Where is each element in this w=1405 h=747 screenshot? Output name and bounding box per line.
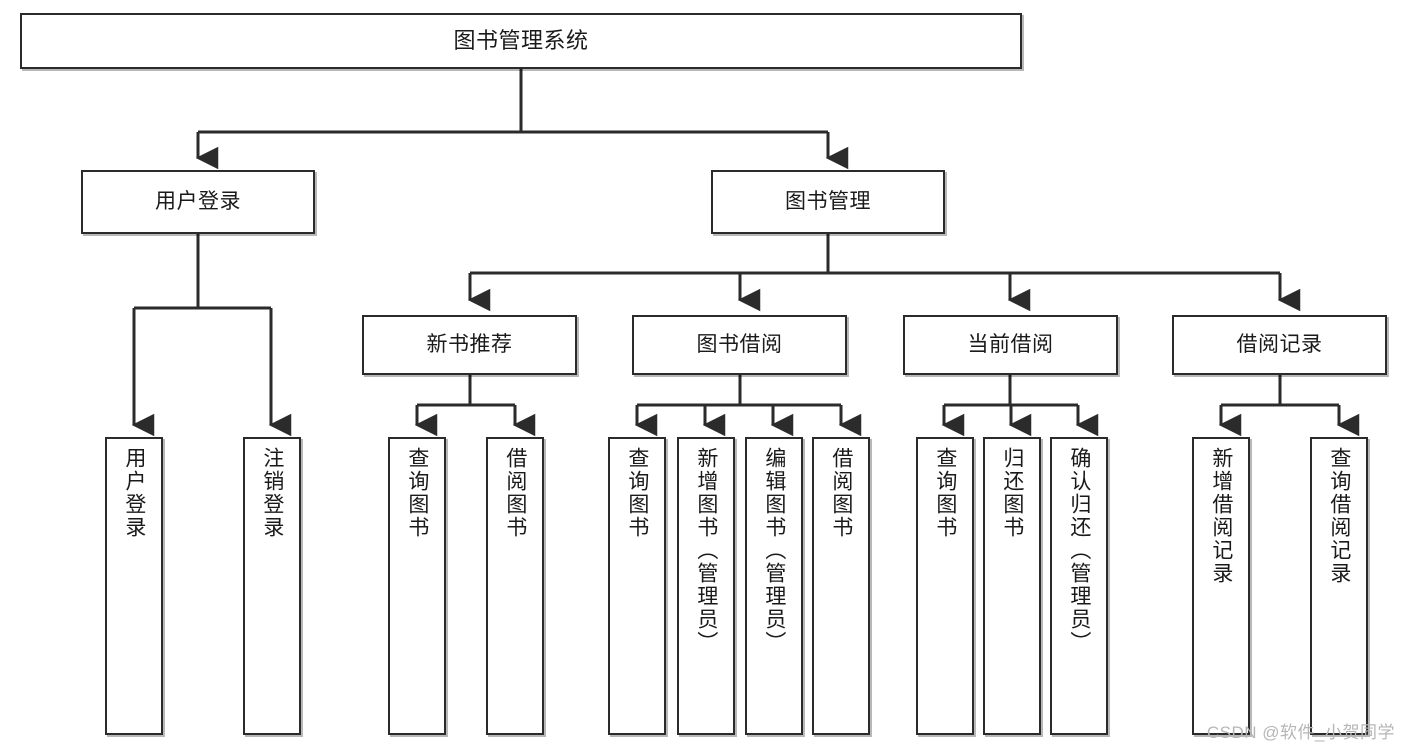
- node-label: 新增图书（管理员）: [694, 447, 718, 654]
- leaf-user-login-login[interactable]: 用户登录: [105, 437, 163, 735]
- node-new-book-recommend[interactable]: 新书推荐: [362, 315, 577, 375]
- node-user-login[interactable]: 用户登录: [81, 170, 315, 234]
- watermark-text: CSDN @软件_小贺同学: [1206, 723, 1395, 742]
- leaf-current-borrow-return[interactable]: 归还图书: [983, 437, 1041, 735]
- node-root-system[interactable]: 图书管理系统: [20, 13, 1022, 69]
- leaf-user-login-logout[interactable]: 注销登录: [243, 437, 301, 735]
- node-label: 图书借阅: [696, 333, 783, 357]
- node-label: 查询借阅记录: [1327, 447, 1351, 585]
- node-label: 注销登录: [260, 447, 284, 539]
- node-label: 查询图书: [625, 447, 649, 539]
- node-label: 新增借阅记录: [1209, 447, 1233, 585]
- node-label: 查询图书: [405, 447, 429, 539]
- leaf-book-borrow-edit[interactable]: 编辑图书（管理员）: [745, 437, 803, 735]
- leaf-current-borrow-confirm[interactable]: 确认归还（管理员）: [1050, 437, 1108, 735]
- leaf-book-borrow-add[interactable]: 新增图书（管理员）: [677, 437, 735, 735]
- node-label: 借阅记录: [1236, 333, 1323, 357]
- node-label: 归还图书: [1000, 447, 1024, 539]
- leaf-borrow-record-add[interactable]: 新增借阅记录: [1192, 437, 1250, 735]
- node-borrow-record[interactable]: 借阅记录: [1172, 315, 1387, 375]
- node-label: 新书推荐: [426, 333, 513, 357]
- node-current-borrow[interactable]: 当前借阅: [903, 315, 1118, 375]
- node-label: 编辑图书（管理员）: [762, 447, 786, 654]
- leaf-borrow-record-query[interactable]: 查询借阅记录: [1310, 437, 1368, 735]
- node-label: 确认归还（管理员）: [1067, 447, 1091, 654]
- node-label: 用户登录: [155, 190, 241, 214]
- leaf-book-borrow-query[interactable]: 查询图书: [608, 437, 666, 735]
- node-label: 当前借阅: [967, 333, 1054, 357]
- node-label: 借阅图书: [503, 447, 527, 539]
- node-label: 用户登录: [122, 447, 146, 539]
- node-book-management[interactable]: 图书管理: [711, 170, 945, 234]
- node-label: 图书管理系统: [453, 27, 589, 53]
- node-label: 借阅图书: [829, 447, 853, 539]
- leaf-book-borrow-lend[interactable]: 借阅图书: [812, 437, 870, 735]
- node-book-borrow[interactable]: 图书借阅: [632, 315, 847, 375]
- node-label: 查询图书: [933, 447, 957, 539]
- leaf-current-borrow-query[interactable]: 查询图书: [916, 437, 974, 735]
- leaf-new-book-borrow[interactable]: 借阅图书: [486, 437, 544, 735]
- leaf-new-book-query[interactable]: 查询图书: [388, 437, 446, 735]
- node-label: 图书管理: [785, 190, 871, 214]
